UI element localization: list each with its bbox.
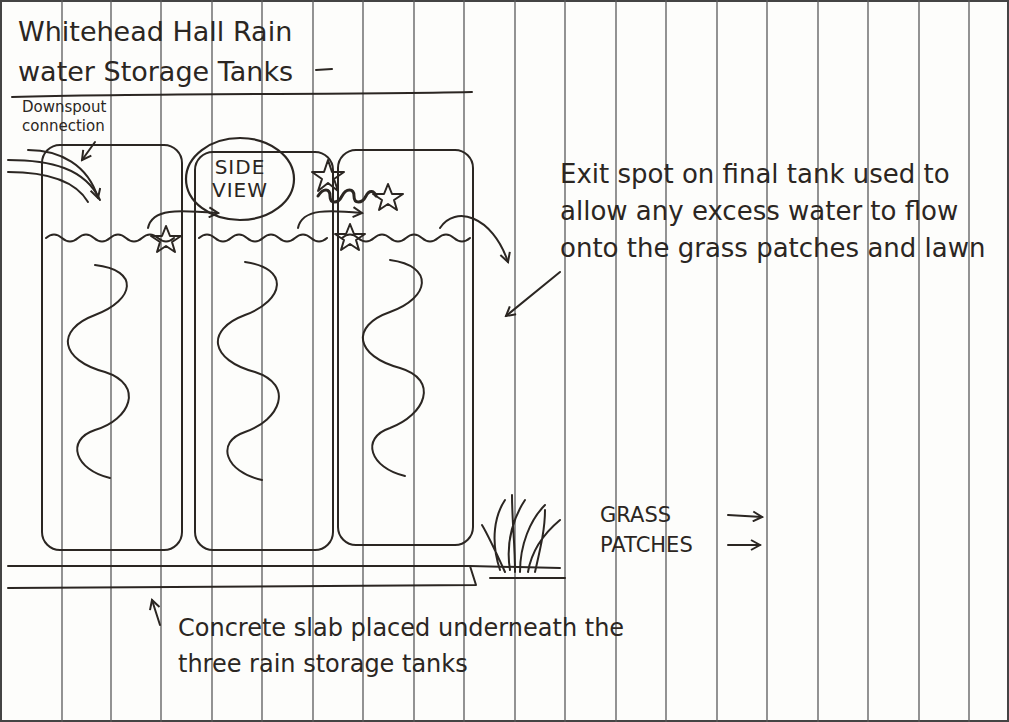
storage-tank [195, 152, 333, 550]
ruled-line [615, 0, 616, 722]
ruled-line [463, 0, 464, 722]
ruled-line [211, 0, 212, 722]
ruled-line [817, 0, 818, 722]
overflow-arrow [148, 211, 218, 228]
storage-tank [42, 145, 182, 550]
ruled-line [968, 0, 969, 722]
water-swirl [218, 262, 279, 480]
downspout-pipe [8, 160, 100, 200]
star-mark [373, 184, 403, 210]
ruled-line [362, 0, 363, 722]
water-level [199, 235, 327, 242]
ruled-line [564, 0, 565, 722]
ruled-line [413, 0, 414, 722]
exit-arrow [440, 216, 508, 262]
leader-arrow [152, 600, 160, 625]
pen-drawing [8, 69, 762, 625]
ruled-line [160, 0, 161, 722]
slab-note: Concrete slab placed underneath the thre… [178, 610, 658, 682]
grass-tuft [482, 495, 560, 572]
scribble [318, 190, 376, 202]
ruled-line [312, 0, 313, 722]
ground-line [490, 577, 565, 579]
ruled-line [514, 0, 515, 722]
water-swirl [68, 265, 129, 478]
downspout-note: Downspout connection [22, 98, 122, 136]
ruled-lines [62, 0, 969, 722]
ruled-line [867, 0, 868, 722]
ruled-line [665, 0, 666, 722]
star-mark [312, 160, 344, 191]
leader-arrow [506, 272, 560, 316]
overflow-note: Exit spot on final tank used to allow an… [560, 156, 1000, 267]
ruled-line [110, 0, 111, 722]
circle-outline-path [186, 138, 294, 220]
title-underline [12, 92, 472, 97]
star-mark [335, 224, 365, 250]
ruled-line [261, 0, 262, 722]
ruled-line [918, 0, 919, 722]
storage-tank [338, 150, 473, 545]
ruled-line [766, 0, 767, 722]
overflow-arrow [298, 211, 362, 228]
concrete-slab [8, 566, 476, 588]
downspout-pipe [8, 172, 88, 202]
inflow-arrow [28, 150, 98, 198]
node-label: SIDE VIEW [202, 156, 278, 202]
ruled-line [716, 0, 717, 722]
sketch-title: Whitehead Hall Rain water Storage Tanks [18, 12, 348, 92]
node-content: SIDE VIEW [184, 136, 296, 222]
pointer-arrow [728, 544, 760, 546]
star-mark [151, 226, 181, 252]
title-dash [316, 69, 332, 70]
grass-label: GRASS PATCHES [600, 500, 724, 560]
view-circle: SIDE VIEW [184, 136, 296, 222]
pointer-arrow [728, 515, 762, 517]
water-swirl [363, 260, 424, 476]
